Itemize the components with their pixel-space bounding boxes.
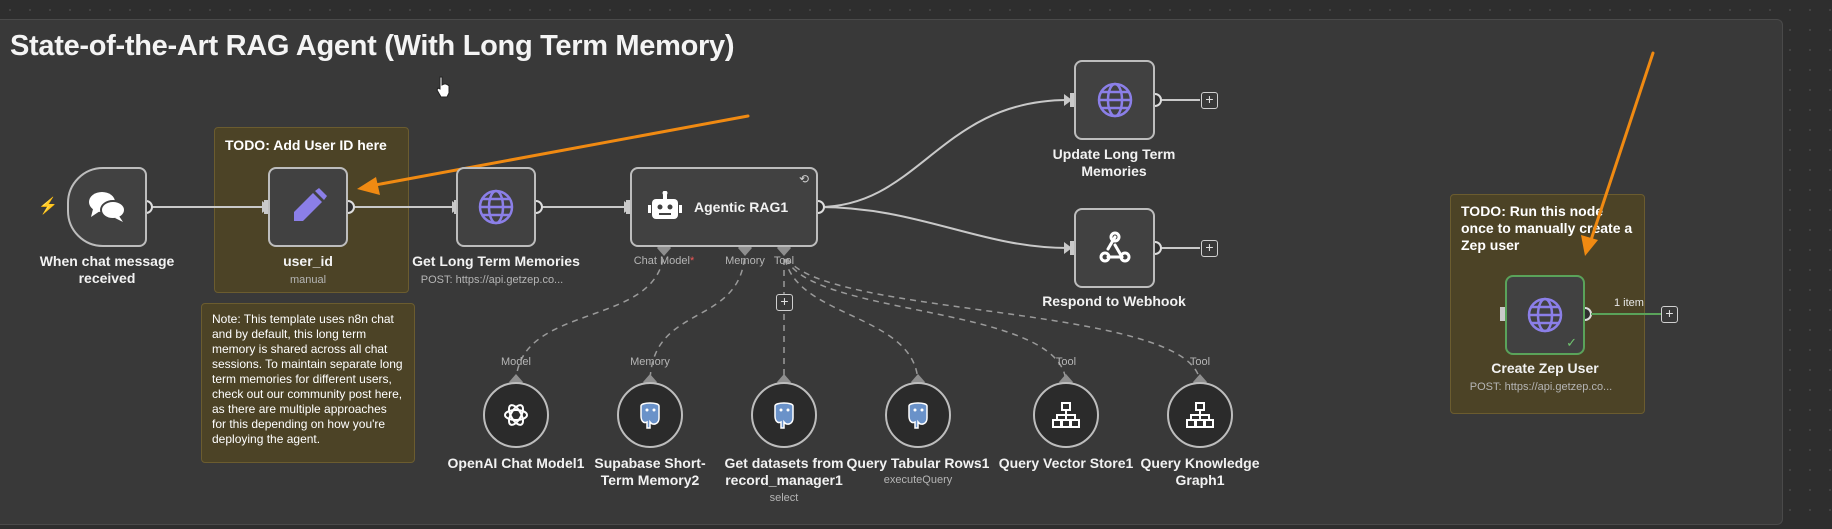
node-label-query-tabular: Query Tabular Rows1 — [846, 455, 990, 471]
postgres-icon — [774, 402, 794, 429]
sub-port-tool-a: Tool — [1055, 356, 1077, 368]
node-label-knowledge-graph: Query Knowledge Graph1 — [1140, 455, 1260, 489]
node-get-datasets[interactable] — [751, 382, 817, 448]
node-supabase-memory[interactable] — [617, 382, 683, 448]
node-update-long-term-memories[interactable] — [1074, 60, 1155, 140]
node-label-supabase: Supabase Short-Term Memory2 — [591, 455, 709, 489]
node-label-vector-store: Query Vector Store1 — [998, 455, 1134, 471]
add-node-after-update-button[interactable]: + — [1201, 92, 1218, 109]
workflow-title: State-of-the-Art RAG Agent (With Long Te… — [10, 30, 735, 62]
node-openai-chat-model[interactable] — [483, 382, 549, 448]
node-query-vector-store[interactable] — [1033, 382, 1099, 448]
node-label-get-datasets: Get datasets from record_manager1 — [719, 455, 849, 489]
refresh-icon[interactable]: ⟲ — [798, 172, 809, 186]
node-subtitle-create-zep-user: POST: https://api.getzep.co... — [1469, 381, 1613, 393]
node-user-id[interactable] — [268, 167, 348, 247]
sticky-note-text: Note: This template uses n8n chat and by… — [212, 312, 403, 446]
agent-port-chat-model: Chat Model* — [634, 255, 695, 267]
sub-connections — [515, 247, 1201, 385]
node-create-zep-user[interactable]: ✓ — [1505, 275, 1585, 355]
agent-port-tool: Tool — [773, 255, 795, 267]
node-subtitle-user-id: manual — [289, 274, 327, 286]
node-label-respond-webhook: Respond to Webhook — [1042, 293, 1186, 309]
label-text: Get datasets from record_manager1 — [724, 455, 844, 488]
node-chat-trigger[interactable] — [67, 167, 147, 247]
trigger-bolt-icon: ⚡ — [38, 198, 58, 215]
node-label-get-memories: Get Long Term Memories — [412, 253, 580, 269]
agent-port-memory: Memory — [725, 255, 765, 267]
node-label-update-memories: Update Long Term Memories — [1044, 146, 1184, 180]
node-label-chat-trigger: When chat message received — [37, 253, 177, 287]
node-respond-to-webhook[interactable] — [1074, 208, 1155, 288]
sticky-title: TODO: Run this node once to manually cre… — [1461, 203, 1633, 253]
sub-port-model: Model — [501, 356, 531, 368]
port-label-text: Chat Model — [633, 255, 690, 267]
sitemap-icon — [1186, 402, 1214, 428]
item-count-badge: 1 item — [1614, 297, 1644, 309]
node-label-user-id: user_id — [283, 253, 333, 269]
node-get-long-term-memories[interactable] — [456, 167, 536, 247]
connection-agent-respond — [817, 206, 1069, 249]
node-subtitle-get-datasets: select — [769, 492, 799, 504]
add-node-after-respond-button[interactable]: + — [1201, 240, 1218, 257]
node-label-agent: Agentic RAG1 — [694, 199, 789, 215]
node-label-openai: OpenAI Chat Model1 — [447, 455, 585, 471]
add-tool-button[interactable]: + — [776, 294, 793, 311]
pencil-icon — [294, 188, 327, 221]
label-text: Supabase Short-Term Memory2 — [594, 455, 706, 488]
node-subtitle-query-tabular: executeQuery — [883, 474, 953, 486]
node-agentic-rag[interactable]: Agentic RAG1 ⟲ — [630, 167, 818, 247]
main-connections — [146, 99, 1200, 249]
add-node-after-zep-button[interactable]: + — [1661, 306, 1678, 323]
globe-icon — [1527, 297, 1563, 333]
sticky-title: TODO: Add User ID here — [225, 137, 387, 153]
label-text: When chat message received — [39, 253, 175, 286]
sitemap-icon — [1052, 402, 1080, 428]
required-marker: * — [689, 255, 695, 267]
node-label-create-zep-user: Create Zep User — [1491, 360, 1599, 376]
label-text: Query Knowledge Graph1 — [1140, 455, 1260, 488]
sticky-template-note[interactable]: Note: This template uses n8n chat and by… — [201, 303, 415, 463]
success-check-icon: ✓ — [1566, 335, 1577, 350]
postgres-icon — [908, 402, 928, 429]
chat-bubbles-icon — [89, 192, 126, 222]
node-query-tabular-rows[interactable] — [885, 382, 951, 448]
robot-icon — [648, 191, 682, 219]
label-text: Update Long Term Memories — [1052, 146, 1176, 179]
webhook-icon — [1099, 231, 1130, 263]
globe-icon — [1097, 82, 1132, 118]
orange-annotation-arrows — [357, 51, 1655, 256]
globe-icon — [478, 189, 514, 225]
postgres-icon — [640, 402, 660, 429]
connection-agent-update — [817, 99, 1069, 208]
node-query-knowledge-graph[interactable] — [1167, 382, 1233, 448]
sub-port-memory: Memory — [630, 356, 670, 368]
sub-port-tool-b: Tool — [1189, 356, 1211, 368]
hand-cursor-icon — [436, 76, 450, 98]
node-subtitle-get-memories: POST: https://api.getzep.co... — [420, 274, 564, 286]
openai-icon — [504, 404, 528, 426]
